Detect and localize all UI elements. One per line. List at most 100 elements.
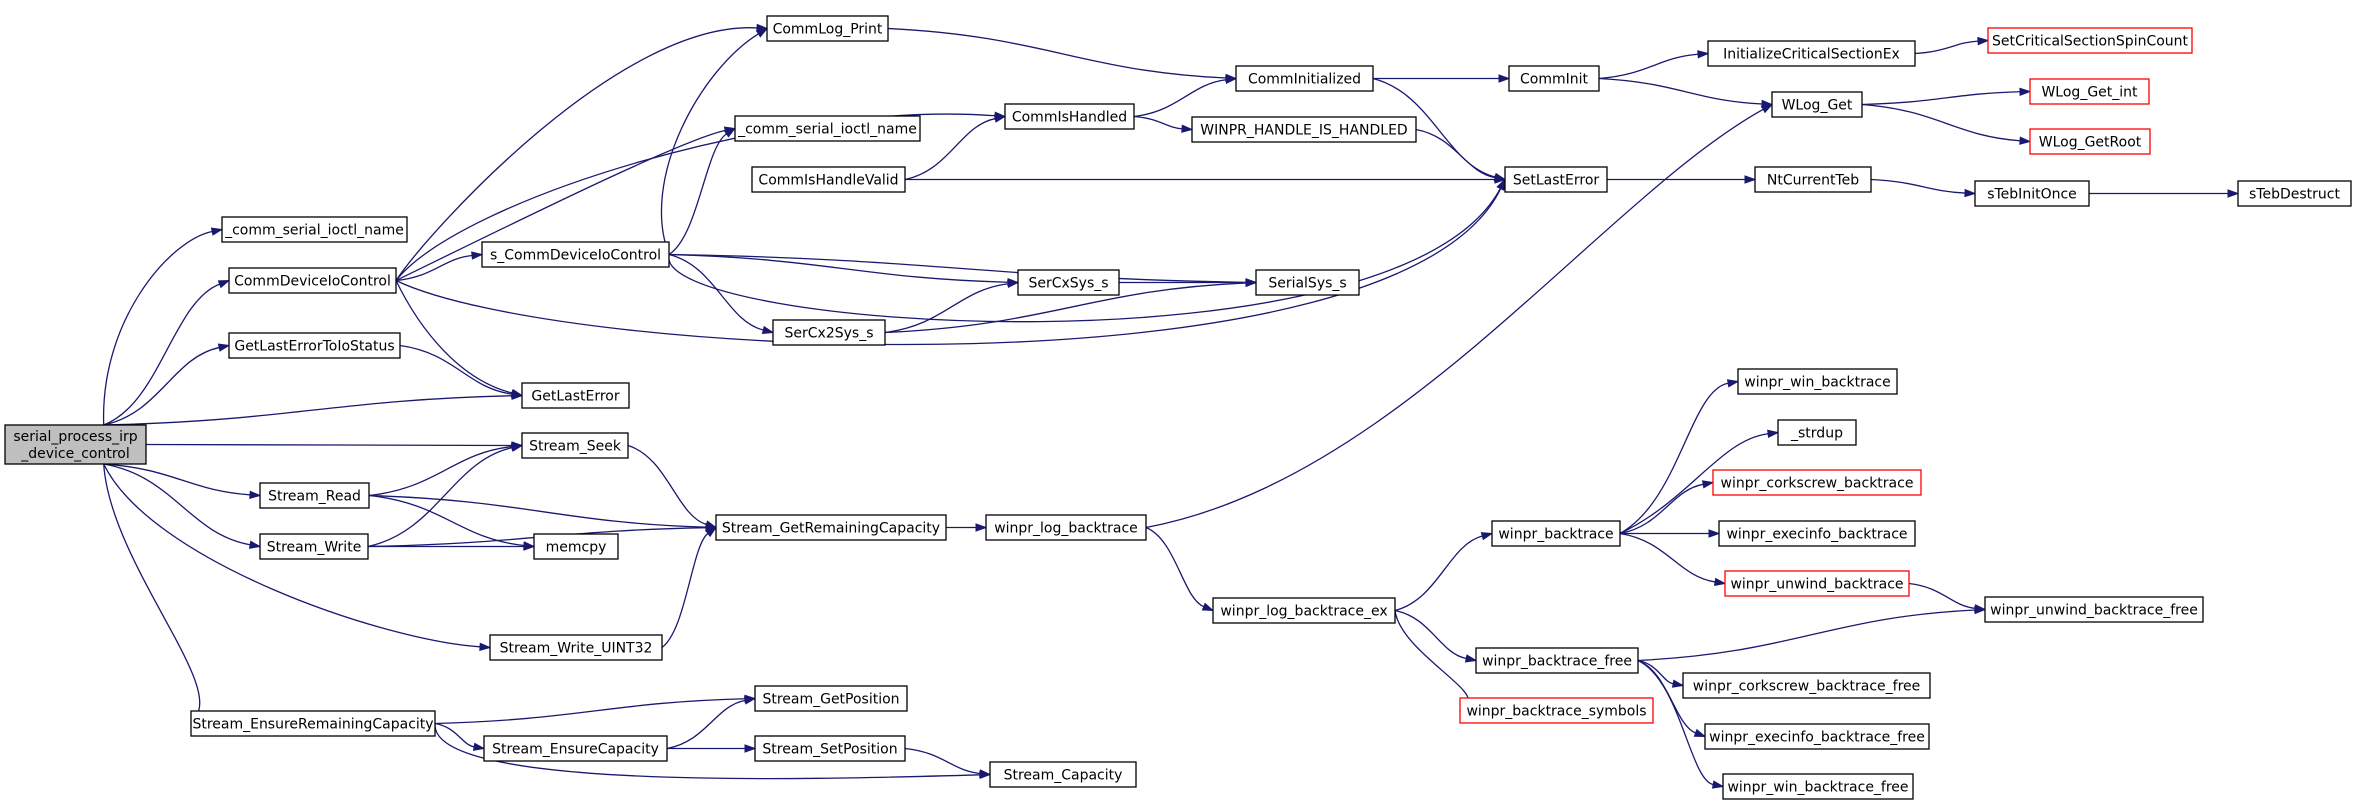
edge-line (434, 723, 981, 780)
node-box (766, 15, 889, 42)
edge-arrowhead (511, 389, 524, 399)
node-steb-init-once[interactable]: sTebInitOnce (1974, 180, 2090, 207)
node-winpr-win-bt-free[interactable]: winpr_win_backtrace_free (1722, 773, 1914, 800)
edge-winpr-bt-free-to-winpr-win-bt-free (1637, 659, 1725, 789)
edge-stream-ensure-rem-to-stream-ensure-cap (434, 722, 486, 751)
edge-root-to-stream-read (103, 463, 262, 499)
edge-line (103, 346, 220, 426)
node-stream-capacity[interactable]: Stream_Capacity (989, 761, 1137, 788)
node-sercx2sys[interactable]: SerCx2Sys_s (772, 319, 886, 346)
node-label: winpr_backtrace_symbols (1466, 704, 1646, 720)
node-label: Stream_SetPosition (762, 742, 897, 758)
node-wlog-getroot[interactable]: WLog_GetRoot (2029, 128, 2151, 155)
node-winpr-execinfo-bt-free[interactable]: winpr_execinfo_backtrace_free (1704, 723, 1930, 750)
node-setlasterror[interactable]: SetLastError (1504, 166, 1608, 193)
node-comm-is-handled[interactable]: CommIsHandled (1004, 103, 1135, 130)
node-comm-initialized[interactable]: CommInitialized (1235, 65, 1374, 92)
edge-line (627, 444, 707, 526)
node-stream-setpos[interactable]: Stream_SetPosition (754, 735, 906, 762)
node-getlasterr-status[interactable]: GetLastErrorToIoStatus (228, 332, 401, 359)
node-box (481, 241, 670, 268)
node-ntcurrentteb[interactable]: NtCurrentTeb (1754, 166, 1872, 193)
node-box (985, 514, 1147, 541)
node-comm-handle-valid[interactable]: CommIsHandleValid (751, 166, 906, 193)
node-box (259, 533, 369, 560)
node-winpr-bt-free[interactable]: winpr_backtrace_free (1475, 647, 1639, 674)
node-winpr-unwind-bt[interactable]: winpr_unwind_backtrace (1724, 570, 1910, 597)
edge-root-to-stream-write (103, 463, 262, 549)
node-winpr-handle-handled[interactable]: WINPR_HANDLE_IS_HANDLED (1191, 116, 1417, 143)
edge-ntcurrentteb-to-steb-init-once (1870, 178, 1977, 198)
edge-layer (103, 23, 2240, 789)
edge-arrowhead (1181, 124, 1194, 133)
node-comm-name-b[interactable]: _comm_serial_ioctl_name (734, 115, 921, 142)
node-stream-ensure-rem[interactable]: Stream_EnsureRemainingCapacity (190, 710, 436, 737)
edge-arrowhead (1767, 429, 1780, 439)
node-stream-ensure-cap[interactable]: Stream_EnsureCapacity (483, 735, 668, 762)
node-label: SerCxSys_s (1028, 276, 1108, 292)
node-stream-seek[interactable]: Stream_Seek (521, 432, 629, 459)
node-layer: serial_process_irp_device_control _comm_s… (4, 15, 2352, 800)
node-sercxsys[interactable]: SerCxSys_s (1017, 269, 1120, 296)
node-label: WLog_Get (1782, 98, 1853, 114)
node-strdup[interactable]: _strdup (1777, 419, 1857, 446)
edge-arrowhead (743, 696, 757, 705)
node-box (1771, 91, 1863, 118)
edge-s-comm-dev-ioctl-to-sercxsys (668, 253, 1020, 287)
edge-wlog-get-to-wlog-get-int (1861, 87, 2032, 106)
node-label: sTebDestruct (2249, 187, 2340, 203)
node-box (483, 735, 668, 762)
node-stream-write-u32[interactable]: Stream_Write_UINT32 (489, 634, 663, 661)
edge-comm-dev-ioctl-to-s-comm-dev-ioctl (395, 251, 484, 282)
edge-arrowhead (510, 443, 524, 452)
node-set-crit-spin[interactable]: SetCriticalSectionSpinCount (1987, 27, 2193, 54)
edge-arrowhead (1693, 728, 1707, 738)
node-winpr-execinfo-bt[interactable]: winpr_execinfo_backtrace (1718, 520, 1916, 547)
node-winpr-win-bt[interactable]: winpr_win_backtrace (1737, 368, 1898, 395)
edge-arrowhead (472, 742, 486, 751)
node-stream-read[interactable]: Stream_Read (259, 482, 370, 509)
edge-line (367, 447, 513, 548)
node-init-crit[interactable]: InitializeCriticalSectionEx (1707, 40, 1916, 67)
node-label: CommInit (1520, 72, 1589, 88)
node-winpr-corkscrew-bt[interactable]: winpr_corkscrew_backtrace (1712, 469, 1922, 496)
node-winpr-bt[interactable]: winpr_backtrace (1491, 520, 1621, 547)
node-winpr-corkscrew-bt-free[interactable]: winpr_corkscrew_backtrace_free (1682, 672, 1931, 699)
node-label: Stream_Read (268, 489, 361, 505)
node-memcpy[interactable]: memcpy (533, 533, 619, 560)
node-label: WLog_GetRoot (2039, 135, 2142, 151)
edge-comm-handle-valid-to-setlasterror (905, 175, 1507, 184)
edge-stream-write-u32-to-stream-getremcap (661, 526, 718, 649)
node-comminit[interactable]: CommInit (1508, 65, 1600, 92)
node-stream-getpos[interactable]: Stream_GetPosition (754, 685, 908, 712)
edge-line (668, 253, 764, 331)
edge-line (395, 129, 726, 282)
edge-line (1394, 609, 1467, 660)
node-steb-destruct[interactable]: sTebDestruct (2237, 180, 2352, 207)
edge-line (1637, 659, 1674, 685)
node-stream-write[interactable]: Stream_Write (259, 533, 369, 560)
node-winpr-unwind-bt-free[interactable]: winpr_unwind_backtrace_free (1984, 596, 2204, 623)
node-box (1777, 419, 1857, 446)
edge-line (368, 445, 513, 497)
node-winpr-log-bt[interactable]: winpr_log_backtrace (985, 514, 1147, 541)
edge-line (1415, 128, 1496, 179)
node-s-comm-dev-ioctl[interactable]: s_CommDeviceIoControl (481, 241, 670, 268)
node-wlog-get[interactable]: WLog_Get (1771, 91, 1863, 118)
node-label: GetLastError (531, 389, 619, 405)
node-label: winpr_unwind_backtrace (1730, 577, 1903, 593)
node-comm-dev-ioctl[interactable]: CommDeviceIoControl (228, 267, 397, 294)
node-comm-name-a[interactable]: _comm_serial_ioctl_name (221, 216, 408, 243)
node-winpr-bt-symbols[interactable]: winpr_backtrace_symbols (1459, 697, 1654, 724)
edge-line (1145, 108, 1764, 529)
node-winpr-log-bt-ex[interactable]: winpr_log_backtrace_ex (1212, 597, 1396, 624)
edge-winpr-log-bt-ex-to-winpr-bt-symbols (1394, 610, 1471, 712)
node-getlasterror[interactable]: GetLastError (521, 382, 630, 409)
edge-arrowhead (979, 769, 992, 778)
node-commlog-print[interactable]: CommLog_Print (766, 15, 889, 42)
node-serialsys[interactable]: SerialSys_s (1255, 269, 1360, 296)
node-stream-getremcap[interactable]: Stream_GetRemainingCapacity (715, 514, 947, 541)
node-wlog-get-int[interactable]: WLog_Get_int (2029, 78, 2150, 105)
node-label: CommLog_Print (773, 22, 883, 38)
node-root[interactable]: serial_process_irp_device_control (4, 424, 147, 465)
